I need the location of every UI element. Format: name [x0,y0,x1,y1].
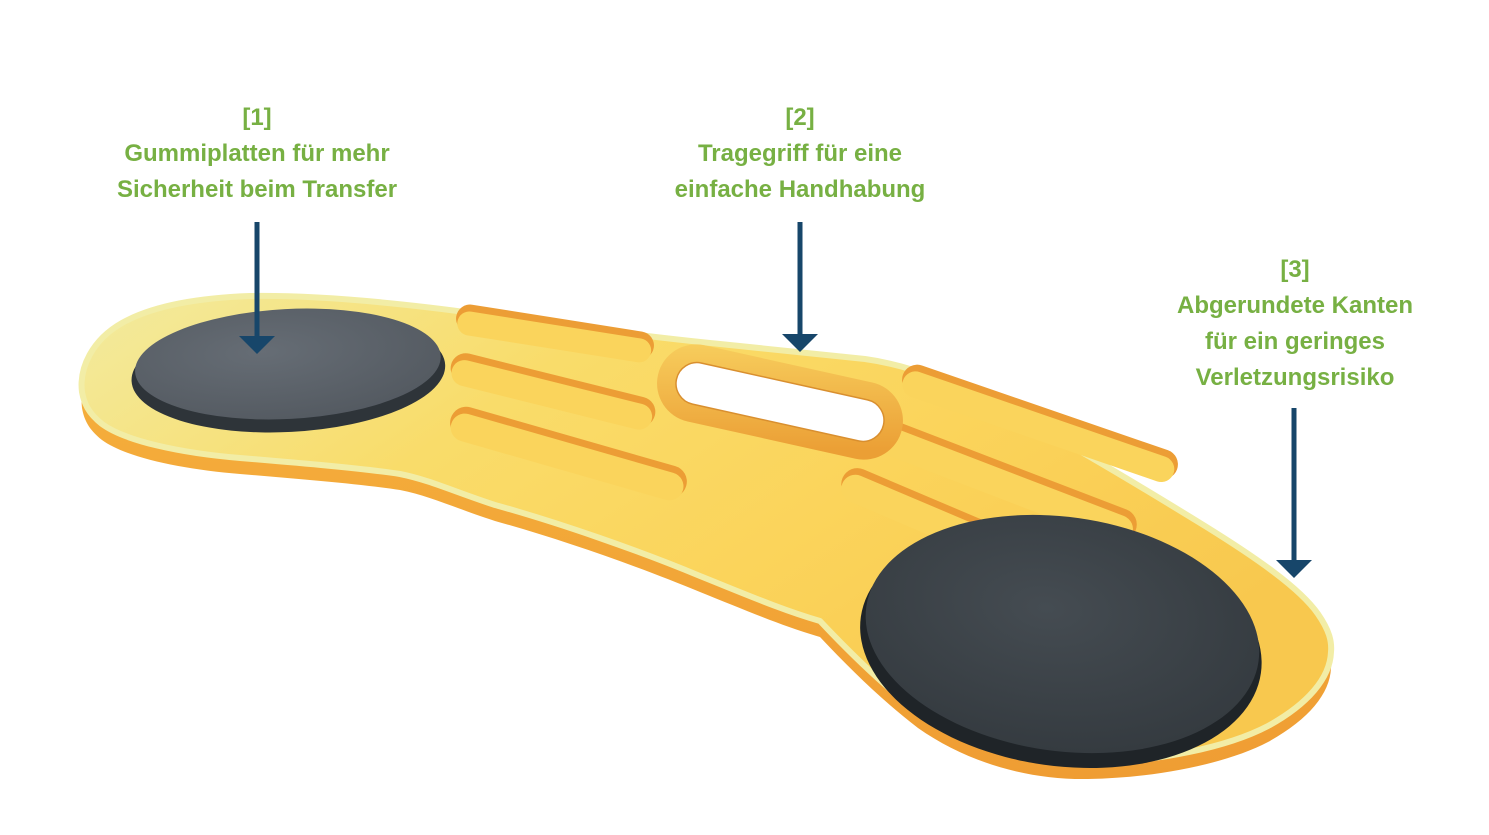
annotation-3-line: Abgerundete Kanten [1176,292,1413,319]
rubber-pad-right [860,514,1262,768]
arrow-down-3-icon [1276,408,1312,578]
annotation-3-line: Verletzungsrisiko [1195,364,1395,391]
handle-cutout [675,361,885,443]
surface-groove [450,353,656,430]
annotation-1-line: Gummiplatten für mehr [124,140,390,167]
annotation-3-line: für ein geringes [1204,328,1386,355]
annotation-1-line: Sicherheit beim Transfer [116,176,398,203]
annotation-2-line: einfache Handhabung [674,176,926,203]
arrow-down-2-icon [782,222,818,352]
surface-groove [450,406,687,501]
annotation-1-number: [1] [242,104,272,131]
surface-groove [873,419,1137,544]
annotation-2: [2] Tragegriff für eine einfache Handhab… [580,100,1020,208]
carry-handle [657,344,903,460]
surface-groove [902,364,1178,483]
annotation-2-line: Tragegriff für eine [697,140,903,167]
surface-groove [456,304,654,363]
annotation-3-number: [3] [1280,256,1310,283]
rubber-pad-left [131,308,446,433]
annotation-2-number: [2] [785,104,815,131]
annotation-1: [1] Gummiplatten für mehr Sicherheit bei… [37,100,477,208]
arrow-down-1-icon [239,222,275,354]
annotation-3: [3] Abgerundete Kanten für ein geringes … [1075,252,1489,396]
